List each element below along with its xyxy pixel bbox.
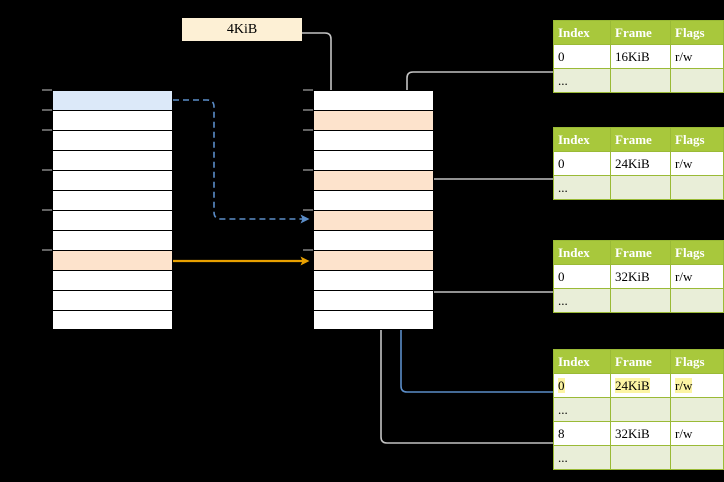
column-header-frame: Frame xyxy=(610,240,671,265)
column-header-flags: Flags xyxy=(670,349,724,374)
cell-frame: 32KiB xyxy=(610,264,671,289)
column-header-frame: Frame xyxy=(610,349,671,374)
virtual-page-row-8 xyxy=(52,230,173,250)
highlighted-value: 24KiB xyxy=(615,377,650,393)
table-row-ellipsis: ... xyxy=(553,175,724,200)
cell-frame xyxy=(610,288,671,313)
physical-frame-row-4 xyxy=(313,150,434,170)
physical-frame-row-1 xyxy=(313,90,434,110)
cell-flags xyxy=(670,175,724,200)
cell-index: 8 xyxy=(553,421,611,446)
table-row-ellipsis: ... xyxy=(553,445,724,470)
physical-frame-row-9 xyxy=(313,250,434,270)
cell-index: ... xyxy=(553,68,611,93)
cell-frame xyxy=(610,445,671,470)
column-header-index: Index xyxy=(553,240,611,265)
cell-frame: 16KiB xyxy=(610,44,671,69)
cell-flags: r/w xyxy=(670,151,724,176)
table-row-ellipsis: ... xyxy=(553,68,724,93)
page-size-label: 4KiB xyxy=(182,18,302,41)
physical-frame-row-12 xyxy=(313,310,434,330)
highlighted-value: r/w xyxy=(675,377,693,393)
cell-index: ... xyxy=(553,445,611,470)
cell-index: 0 xyxy=(553,151,611,176)
cell-flags xyxy=(670,288,724,313)
column-header-index: Index xyxy=(553,349,611,374)
virtual-address-space xyxy=(52,90,173,330)
virtual-page-row-6 xyxy=(52,190,173,210)
cell-flags xyxy=(670,397,724,422)
cell-flags xyxy=(670,445,724,470)
cell-index: 0 xyxy=(553,44,611,69)
cell-frame: 24KiB xyxy=(610,151,671,176)
cell-index: ... xyxy=(553,288,611,313)
virtual-page-row-7 xyxy=(52,210,173,230)
cell-flags: r/w xyxy=(670,373,724,398)
highlighted-value: 0 xyxy=(558,377,565,393)
cell-frame xyxy=(610,68,671,93)
column-header-flags: Flags xyxy=(670,240,724,265)
column-header-index: Index xyxy=(553,20,611,45)
cell-frame xyxy=(610,175,671,200)
cell-flags: r/w xyxy=(670,421,724,446)
cell-index: 0 xyxy=(553,264,611,289)
table-row-ellipsis: ... xyxy=(553,397,724,422)
virtual-page-row-5 xyxy=(52,170,173,190)
cell-flags: r/w xyxy=(670,264,724,289)
cell-index: 0 xyxy=(553,373,611,398)
connector-table4-row0-to-physical-row7 xyxy=(396,221,553,393)
physical-frame-row-5 xyxy=(313,170,434,190)
physical-frame-row-8 xyxy=(313,230,434,250)
virtual-page-row-9 xyxy=(52,250,173,270)
table-row-ellipsis: ... xyxy=(553,288,724,313)
virtual-page-row-12 xyxy=(52,310,173,330)
connector-table2-to-physical-row7 xyxy=(416,178,553,214)
physical-frame-row-6 xyxy=(313,190,434,210)
connector-table1-to-physical-row5 xyxy=(403,71,553,174)
cell-flags xyxy=(670,68,724,93)
virtual-page-row-2 xyxy=(52,110,173,130)
virtual-page-row-1 xyxy=(52,90,173,110)
column-header-flags: Flags xyxy=(670,127,724,152)
column-header-flags: Flags xyxy=(670,20,724,45)
cell-flags: r/w xyxy=(670,44,724,69)
physical-frame-row-11 xyxy=(313,290,434,310)
connector-virtual-row1-to-physical-row7 xyxy=(173,99,310,224)
physical-address-space xyxy=(313,90,434,330)
row-tick-marks xyxy=(42,89,313,251)
cell-frame: 24KiB xyxy=(610,373,671,398)
cell-frame xyxy=(610,397,671,422)
connector-table4-row8-to-physical-row9 xyxy=(377,264,553,444)
virtual-page-row-3 xyxy=(52,130,173,150)
physical-frame-row-7 xyxy=(313,210,434,230)
virtual-page-row-10 xyxy=(52,270,173,290)
column-header-frame: Frame xyxy=(610,127,671,152)
cell-index: ... xyxy=(553,397,611,422)
virtual-page-row-11 xyxy=(52,290,173,310)
connector-label-to-physical-row2 xyxy=(302,32,335,114)
column-header-frame: Frame xyxy=(610,20,671,45)
virtual-page-row-4 xyxy=(52,150,173,170)
column-header-index: Index xyxy=(553,127,611,152)
cell-index: ... xyxy=(553,175,611,200)
connector-physical-row7-to-table3 xyxy=(416,264,553,293)
physical-frame-row-2 xyxy=(313,110,434,130)
table-row: 0 24KiB r/w xyxy=(553,373,724,398)
physical-frame-row-10 xyxy=(313,270,434,290)
physical-frame-row-3 xyxy=(313,130,434,150)
cell-frame: 32KiB xyxy=(610,421,671,446)
